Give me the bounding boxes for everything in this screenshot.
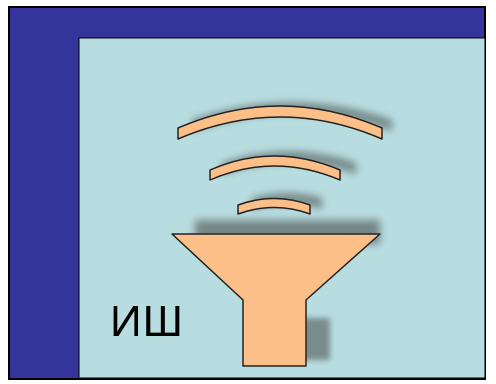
noise-source-label: ИШ — [110, 300, 184, 344]
